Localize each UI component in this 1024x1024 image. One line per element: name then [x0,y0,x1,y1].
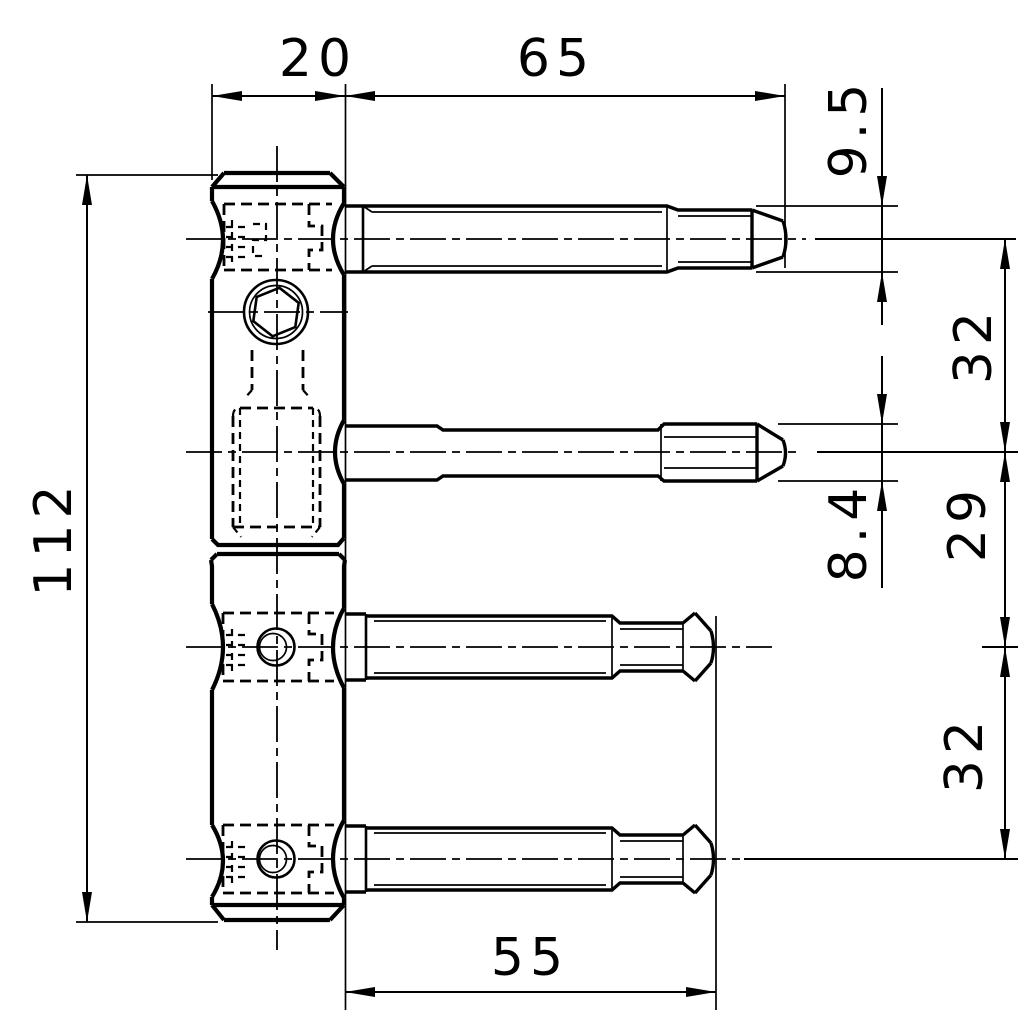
dimension-pin-spacing-chain: 32 29 32 [744,238,1018,860]
hinge-pin-top [346,204,788,274]
arrowhead [1000,422,1010,452]
hinge-pin-second [346,422,788,483]
arrowhead [1000,617,1010,647]
hinge-pin-bottom [346,823,716,895]
arrowhead [1000,647,1010,677]
dimension-overall-height: 112 [24,174,218,923]
arrowhead [877,176,887,206]
arrowhead [82,892,92,922]
body-lower-right-side [330,559,348,905]
dim-label-overall-height: 112 [24,479,84,596]
body-upper-left-side [209,187,226,539]
dimension-upper-pin-diameter: 9.5 [756,78,898,325]
screw-outer-circle [242,278,310,346]
body-knuckle-joint [209,536,347,562]
dim-label-upper-pin-length: 65 [517,29,595,89]
arrowhead [877,394,887,424]
body-lower-left-side [208,559,226,905]
arrowhead [877,272,887,302]
dim-label-upper-pin-diameter: 9.5 [819,78,879,179]
dimension-lower-pin-length: 55 [345,616,717,1010]
dim-label-middle-pin-thread-diameter: 8.4 [819,482,879,583]
body-bottom-cap [210,902,346,923]
dim-label-body-width: 20 [279,29,357,89]
arrowhead [1000,829,1010,859]
dim-label-lower-pin-spacing: 32 [935,715,995,793]
dim-label-middle-pin-spacing: 29 [938,484,998,562]
dim-label-lower-pin-length: 55 [491,928,569,988]
screw-chamfer-circle [248,284,304,340]
hex-socket [251,286,301,338]
arrowhead [1000,452,1010,482]
arrowhead [1000,239,1010,269]
pin-hole-third [256,627,296,667]
dimension-body-width: 20 [212,29,357,101]
arrowhead [755,91,785,101]
hex-socket-screw [242,278,310,346]
hinge-body [208,170,348,923]
arrowhead [315,91,345,101]
arrowhead [82,175,92,205]
arrowhead [212,91,242,101]
dimension-middle-pin-thread-diameter: 8.4 [778,356,898,588]
dim-label-upper-pin-spacing: 32 [944,306,1004,384]
arrowhead [877,481,887,511]
body-top-cap [210,170,346,190]
hidden-screw-channel [231,350,322,538]
body-upper-right-side [331,187,347,538]
hidden-thread-zone-third [221,611,334,683]
dimension-upper-pin-length: 65 [345,29,785,101]
pin-hole-bottom [256,839,296,879]
hidden-thread-zone-top [222,202,332,272]
hinge-pin-third [346,611,716,683]
hidden-thread-zone-bottom [221,823,334,895]
arrowhead [345,987,375,997]
arrowhead [686,987,716,997]
arrowhead [345,91,375,101]
